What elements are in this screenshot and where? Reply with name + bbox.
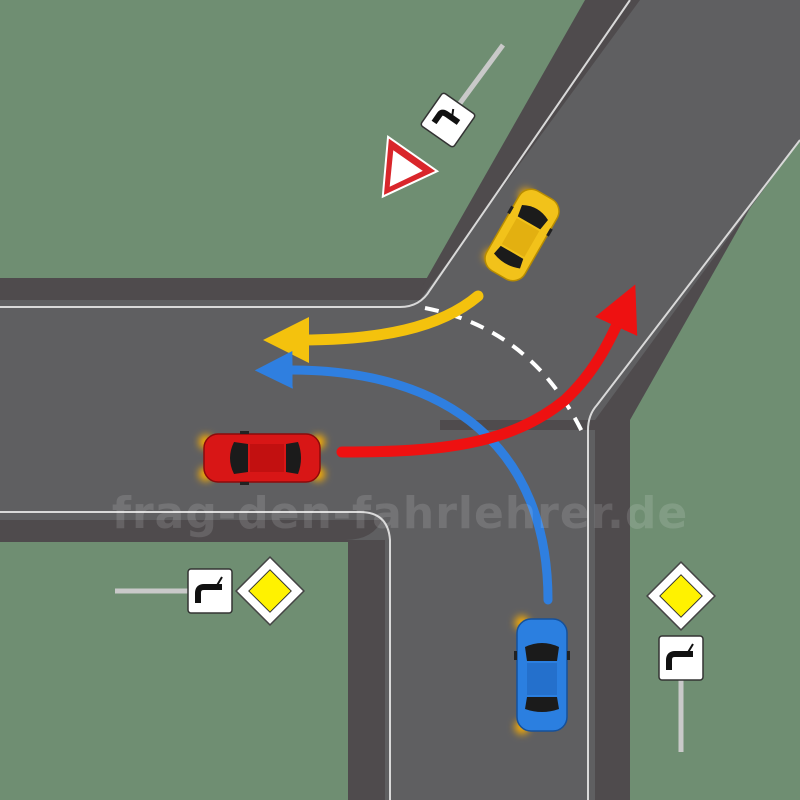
top-sign-pole <box>452 43 506 112</box>
top-sign-group <box>381 43 506 199</box>
priority-road-sign-icon <box>234 555 306 627</box>
blue-car <box>514 616 570 734</box>
priority-route-plate-icon <box>420 92 476 148</box>
priority-route-plate-icon <box>187 568 233 614</box>
yellow-left-turn-arrow <box>263 290 484 364</box>
bottom-right-sign-group <box>645 560 717 752</box>
priority-route-plate-icon <box>658 635 704 681</box>
red-straight-arrow <box>336 284 638 458</box>
bottom-left-sign-group <box>115 555 306 627</box>
yellow-car <box>484 188 560 282</box>
red-car <box>199 431 325 485</box>
priority-road-sign-icon <box>645 560 717 632</box>
blue-left-turn-arrow <box>254 351 553 605</box>
yield-sign-icon <box>381 134 440 199</box>
